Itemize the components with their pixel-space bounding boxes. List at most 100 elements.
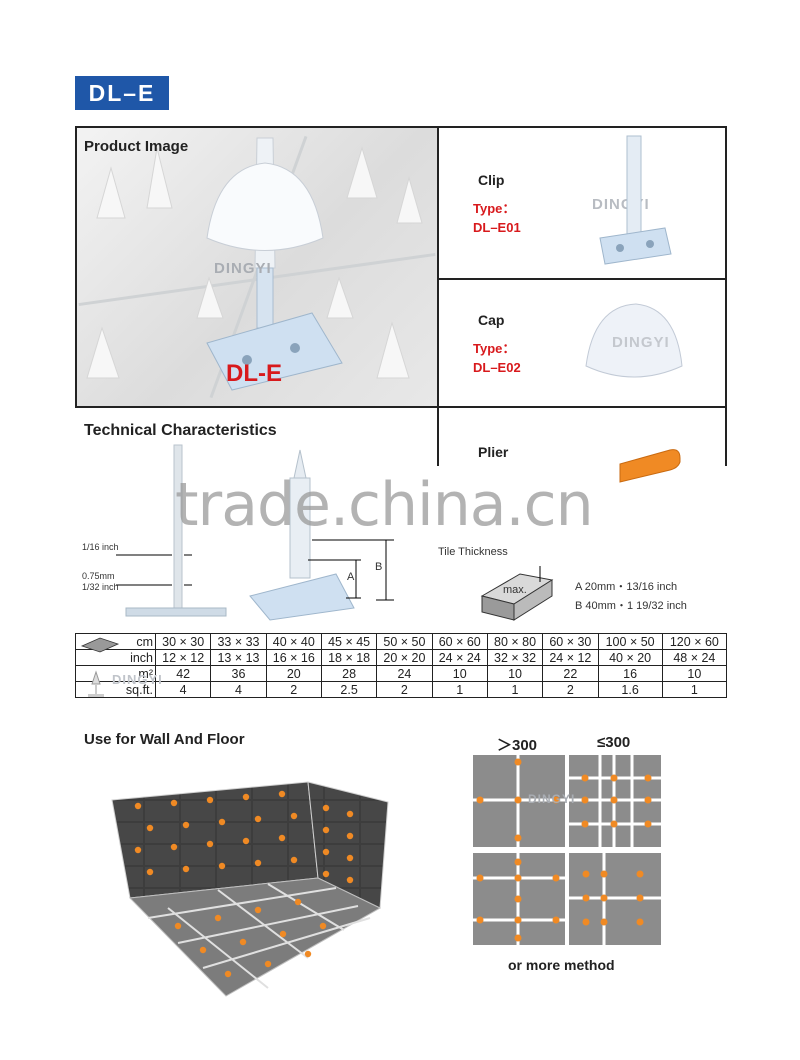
table-cell: 13 × 13	[210, 649, 267, 666]
table-cell: 16 × 16	[265, 649, 322, 666]
dim-label: 0.75mm	[82, 571, 115, 581]
clip-dot	[264, 960, 272, 968]
cap-illustration	[585, 303, 683, 378]
clip-dot	[600, 894, 608, 902]
clip-dot	[600, 918, 608, 926]
table-cell: 80 × 80	[486, 633, 544, 650]
wall-clip-dots	[134, 790, 354, 978]
unit-cell: m²	[75, 665, 156, 697]
clip-dot	[476, 916, 484, 924]
parts-divider	[437, 278, 727, 280]
cap-name: Cap	[478, 312, 505, 328]
clip-dot	[610, 796, 618, 804]
table-cell: 20	[265, 665, 322, 682]
table-cell: 40 × 40	[265, 633, 322, 650]
grid-label-gt300: ＞300	[497, 737, 538, 754]
clip-dot	[636, 918, 644, 926]
table-cell: 48 × 24	[661, 649, 728, 666]
table-cell: 4	[154, 681, 212, 698]
parts-frame	[437, 126, 727, 466]
cap-watermark: DINGYI	[612, 334, 670, 351]
clip-dot	[610, 774, 618, 782]
cap-type-label: Type：	[473, 341, 516, 356]
clip-dot	[552, 874, 560, 882]
grid-clip-dots	[476, 758, 652, 942]
parts-divider	[437, 406, 727, 408]
table-cell: 24	[376, 665, 433, 682]
page-title: DL–E	[75, 76, 169, 110]
clip-dot	[239, 938, 247, 946]
clip-dot	[218, 862, 226, 870]
table-row: m² 42 36 20 28 24 10 10 22 16 10	[75, 665, 728, 697]
table-cell: 42	[154, 665, 212, 682]
clip-dot	[582, 870, 590, 878]
table-cell: 1	[661, 681, 728, 698]
table-cell: 18 × 18	[320, 649, 378, 666]
table-cell: 10	[486, 665, 544, 682]
table-watermark: DINGYI	[112, 672, 163, 687]
table-cell: 1	[431, 681, 488, 698]
clip-dot	[254, 859, 262, 867]
dim-label: 1/16 inch	[82, 542, 119, 552]
clip-dot	[278, 834, 286, 842]
clip-dot	[610, 820, 618, 828]
dim-label: 1/32 inch	[82, 582, 119, 592]
table-cell: 100 × 50	[597, 633, 663, 650]
grid-label-le300: ≤300	[597, 734, 631, 751]
clip-dot	[476, 796, 484, 804]
clip-name: Clip	[478, 172, 505, 188]
table-cell: 50 × 50	[376, 633, 433, 650]
table-cell: 24 × 24	[431, 649, 488, 666]
clip-dot	[242, 837, 250, 845]
clip-dot	[644, 820, 652, 828]
clip-dot	[254, 906, 262, 914]
clip-dot	[182, 821, 190, 829]
table-cell: 40 × 20	[597, 649, 663, 666]
method-footer: or more method	[508, 957, 615, 973]
clip-dot	[514, 874, 522, 882]
clip-dot	[218, 818, 226, 826]
table-row: inch 12 × 12 13 × 13 16 × 16 18 × 18 20 …	[75, 649, 728, 666]
clip-dot	[322, 804, 330, 812]
cap-code: DL–E02	[473, 360, 521, 375]
clip-dot	[346, 876, 354, 884]
clip-dot	[582, 918, 590, 926]
table-cell: 22	[542, 665, 599, 682]
table-cell: 28	[320, 665, 378, 682]
marker-a: A	[347, 571, 355, 583]
table-cell: 1.6	[597, 681, 663, 698]
clip-dot	[214, 914, 222, 922]
clip-dot	[581, 796, 589, 804]
table-row: cm 30 × 30 33 × 33 40 × 40 45 × 45 50 × …	[75, 633, 728, 653]
layout-grids	[471, 753, 663, 947]
table-row: sq.ft. 4 4 2 2.5 2 1 1 2 1.6 1	[75, 681, 728, 698]
product-image-label: Product Image	[84, 138, 189, 155]
table-cell: 45 × 45	[320, 633, 378, 650]
clip-dot	[304, 950, 312, 958]
clip-dot	[170, 843, 178, 851]
unit-cell: cm	[75, 633, 156, 653]
usage-title: Use for Wall And Floor	[84, 731, 245, 748]
watermark-overlay: trade.china.cn	[175, 470, 594, 540]
clip-dot	[636, 870, 644, 878]
clip-type-label: Type：	[473, 201, 516, 216]
clip-dot	[146, 868, 154, 876]
table-cell: 60 × 30	[542, 633, 599, 650]
table-cell: 2.5	[320, 681, 378, 698]
table-cell: 1	[486, 681, 544, 698]
table-cell: 20 × 20	[376, 649, 433, 666]
clip-dot	[206, 796, 214, 804]
clip-dot	[134, 802, 142, 810]
table-cell: 30 × 30	[154, 633, 212, 650]
clip-dot	[514, 934, 522, 942]
max-label: max.	[503, 584, 527, 596]
clip-small-icon	[88, 670, 104, 697]
clip-dot	[346, 810, 354, 818]
clip-dot	[514, 834, 522, 842]
unit-cell: inch	[75, 649, 156, 666]
clip-code: DL–E01	[473, 220, 521, 235]
tile-thickness-label: Tile Thickness	[438, 546, 508, 558]
product-image	[77, 128, 437, 406]
table-cell: 36	[210, 665, 267, 682]
table-cell: 10	[661, 665, 728, 682]
